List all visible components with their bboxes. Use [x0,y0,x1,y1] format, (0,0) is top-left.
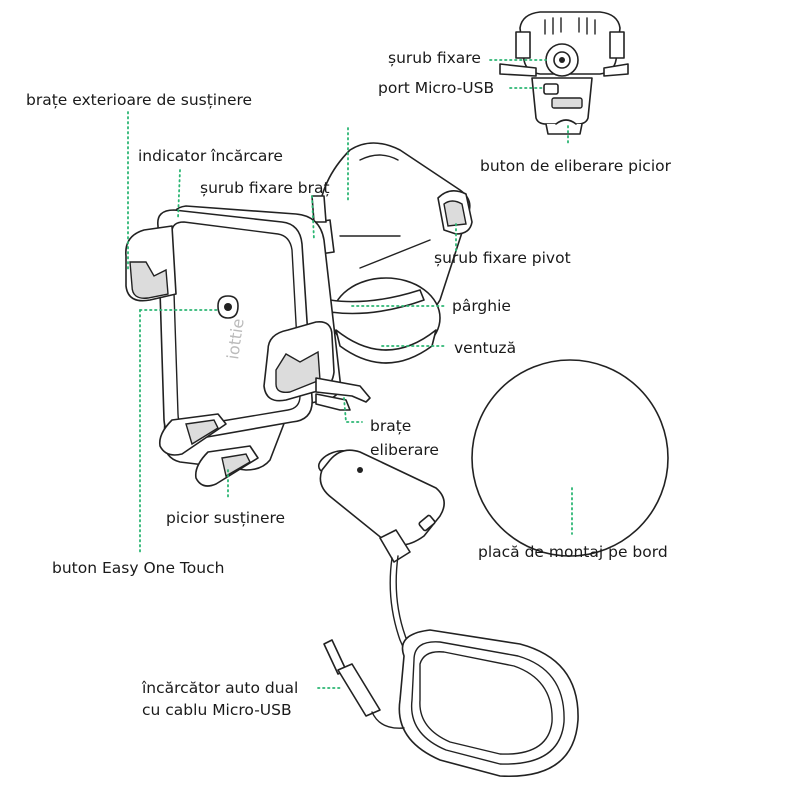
label-port-micro-usb: port Micro-USB [378,79,495,97]
label-picior-sustinere: picior susținere [166,509,286,527]
label-buton-eliberare-picior: buton de eliberare picior [480,157,671,175]
label-indicator-incarcare: indicator încărcare [138,147,283,165]
main-mount: iottie [125,142,473,487]
label-placa-montaj: placă de montaj pe bord [478,543,668,561]
back-view-cradle [499,11,629,135]
label-brate-exterioare: brațe exterioare de susținere [26,91,253,109]
label-ventuza: ventuză [454,339,517,357]
label-surub-fixare-pivot: șurub fixare pivot [434,249,571,267]
label-parghie: pârghie [452,297,511,315]
label-brate-eliberare-1: brațe [370,417,412,435]
leader-lines [127,59,573,689]
car-charger [317,449,579,778]
label-incarcator-1: încărcător auto dual [142,679,299,697]
label-surub-fixare-brat: șurub fixare braț [200,179,330,197]
label-incarcator-2: cu cablu Micro-USB [142,701,292,719]
label-surub-fixare: șurub fixare [388,49,481,67]
label-buton-easy-one-touch: buton Easy One Touch [52,559,225,577]
dashboard-plate-illustration [471,359,669,557]
label-brate-eliberare-2: eliberare [370,441,439,459]
